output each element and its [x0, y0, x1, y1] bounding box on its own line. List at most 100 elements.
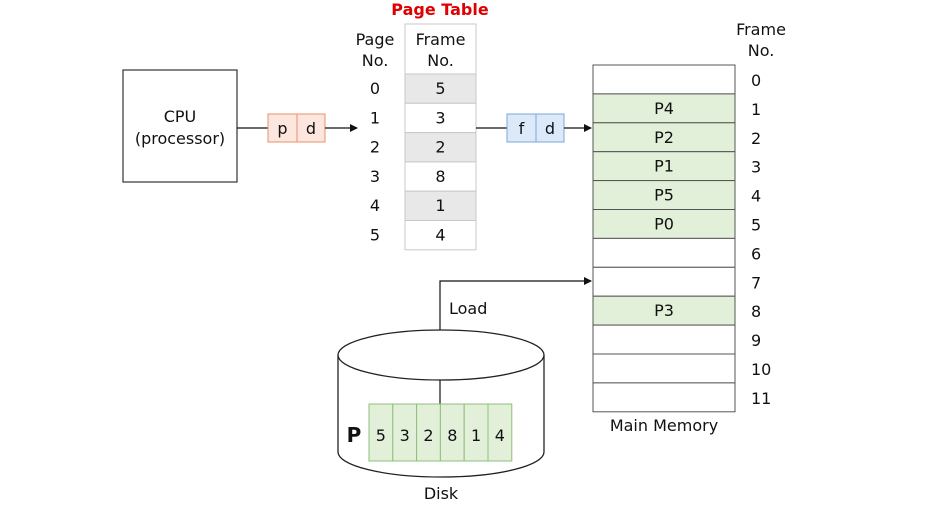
- memory-frame-number: 3: [751, 158, 761, 177]
- frame-number: 1: [435, 196, 445, 215]
- page-table-cell: [404, 73, 477, 104]
- disk-page: 1: [463, 403, 489, 462]
- memory-frame-cell: [592, 237, 736, 268]
- memory-frame-cell: [592, 180, 736, 211]
- frame-no-header-line2: No.: [427, 51, 454, 70]
- disk-page-number: 3: [400, 426, 410, 445]
- memory-frame-cell: [592, 266, 736, 297]
- page-table-row: 45: [370, 220, 477, 251]
- physical-offset-label: d: [545, 119, 555, 138]
- memory-page-label: P4: [654, 99, 674, 118]
- memory-frame-cell: [592, 64, 736, 95]
- memory-page-label: P3: [654, 301, 674, 320]
- disk-page: 5: [368, 403, 394, 462]
- memory-frame-cell: [592, 353, 736, 384]
- page-table-row: 83: [370, 161, 477, 192]
- main-memory-label: Main Memory: [610, 416, 718, 435]
- load-label: Load: [449, 299, 487, 318]
- memory-frame-cell: [592, 295, 736, 326]
- memory-page-label: P5: [654, 186, 674, 205]
- disk-page-number: 1: [471, 426, 481, 445]
- page-number: 1: [370, 108, 380, 127]
- physical-frame-label: f: [519, 119, 525, 138]
- physical-frame-cell: [506, 113, 537, 143]
- page-number: 0: [370, 79, 380, 98]
- memory-frame: P5 4: [592, 180, 761, 211]
- memory-frame: 10: [592, 353, 771, 384]
- page-number: 2: [370, 138, 380, 157]
- memory-frame-number: 6: [751, 244, 761, 263]
- memory-frame-number: 2: [751, 129, 761, 148]
- memory-frame-cell: [592, 93, 736, 124]
- page-table-row: 22: [370, 132, 477, 163]
- page-table-row: 50: [370, 73, 477, 104]
- memory-frame-number: 1: [751, 100, 761, 119]
- memory-frame-number: 11: [751, 389, 771, 408]
- process-label: P: [347, 423, 362, 447]
- disk-page-number: 8: [447, 426, 457, 445]
- disk-label: Disk: [424, 484, 459, 503]
- memory-frame-number: 5: [751, 216, 761, 235]
- frame-number: 8: [435, 167, 445, 186]
- page-table-cell: [404, 102, 477, 134]
- memory-frame: 6: [592, 237, 761, 268]
- page-number: 4: [370, 196, 380, 215]
- memory-frame-number: 4: [751, 187, 761, 206]
- disk-page-number: 2: [423, 426, 433, 445]
- disk-page: 4: [487, 403, 513, 462]
- page-table-cell: [404, 220, 477, 251]
- disk-page: 8: [439, 403, 465, 462]
- page-table-row: 31: [370, 102, 477, 134]
- cpu-sublabel: (processor): [135, 129, 225, 148]
- memory-frame-number: 0: [751, 71, 761, 90]
- logical-page-label: p: [277, 119, 287, 138]
- frame-number: 2: [435, 138, 445, 157]
- memory-frame: P2 2: [592, 122, 761, 153]
- page-table-cell: [404, 132, 477, 163]
- page-number: 5: [370, 226, 380, 245]
- memory-frame-header-line2: No.: [748, 41, 775, 60]
- memory-frame: 9: [592, 324, 761, 355]
- memory-page-label: P1: [654, 157, 674, 176]
- frame-no-header: Frame No.: [404, 23, 477, 75]
- memory-frame: P1 3: [592, 151, 761, 182]
- disk-page: 2: [416, 403, 441, 462]
- memory-frame: 7: [592, 266, 761, 297]
- page-no-header-line1: Page: [356, 30, 395, 49]
- memory-frame-cell: [592, 209, 736, 239]
- frame-number: 5: [435, 79, 445, 98]
- memory-frame: 0: [592, 64, 761, 95]
- frame-number: 4: [435, 226, 445, 245]
- cpu-box: CPU (processor): [122, 69, 238, 183]
- memory-frame-header-line1: Frame: [736, 20, 786, 39]
- physical-address: f d: [506, 113, 565, 143]
- disk-page-number: 5: [376, 426, 386, 445]
- memory-frame-number: 7: [751, 273, 761, 292]
- logical-offset-label: d: [306, 119, 316, 138]
- memory-frame-cell: [592, 151, 736, 182]
- page-table-title: Page Table: [391, 0, 489, 19]
- physical-offset-cell: [535, 113, 565, 143]
- logical-address: p d: [267, 113, 326, 143]
- frame-no-header-line1: Frame: [416, 30, 466, 49]
- logical-offset-cell: [296, 113, 326, 143]
- page-table-cell: [404, 161, 477, 192]
- page-table-row: 14: [370, 190, 477, 221]
- page-no-header-line2: No.: [362, 51, 389, 70]
- disk-page-number: 4: [495, 426, 505, 445]
- memory-frame-number: 9: [751, 331, 761, 350]
- memory-frame-number: 10: [751, 360, 771, 379]
- memory-frame: P3 8: [592, 295, 761, 326]
- memory-page-label: P2: [654, 128, 674, 147]
- memory-frame-number: 8: [751, 302, 761, 321]
- memory-frame-cell: [592, 382, 736, 413]
- memory-frame-cell: [592, 324, 736, 355]
- frame-number: 3: [435, 108, 445, 127]
- page-number: 3: [370, 167, 380, 186]
- memory-frame: 11: [592, 382, 771, 413]
